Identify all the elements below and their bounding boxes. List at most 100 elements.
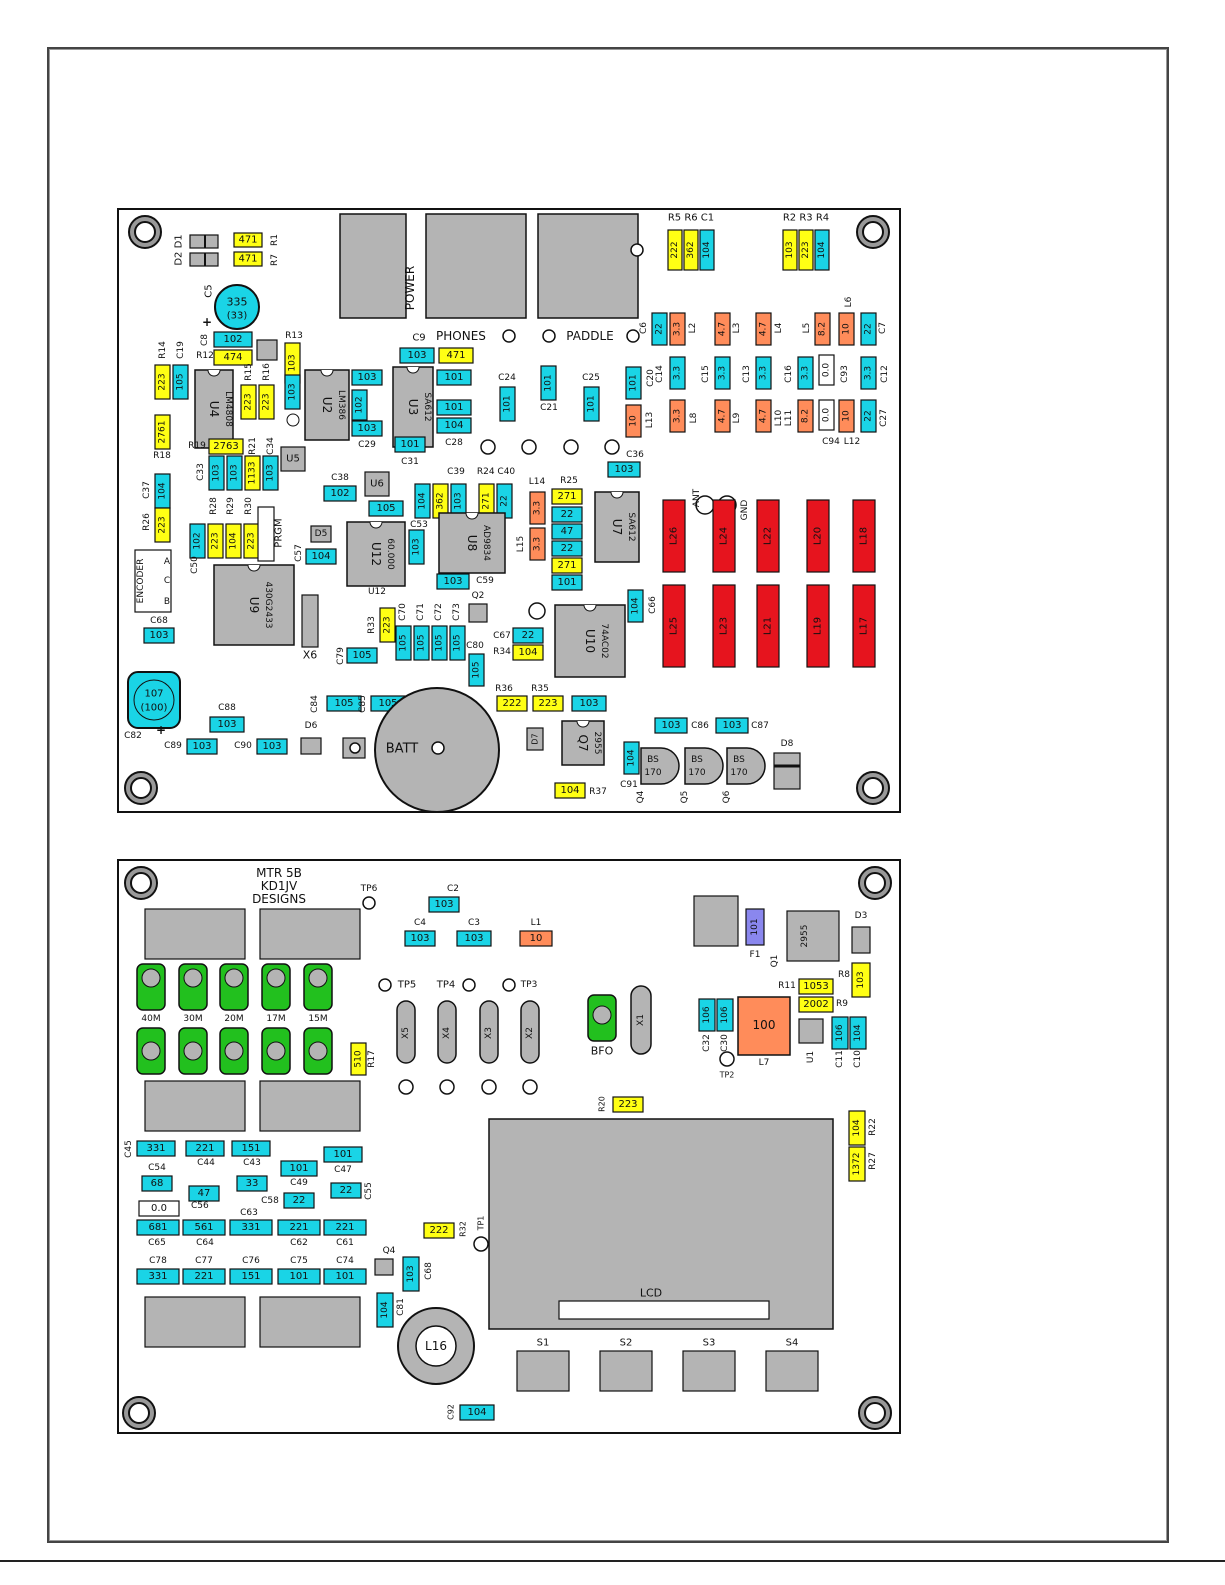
component-value: 47 <box>561 526 574 537</box>
component <box>414 483 431 519</box>
component-value: 103 <box>192 741 211 752</box>
component <box>225 523 242 559</box>
component <box>529 491 546 525</box>
text-label: L2 <box>688 323 698 334</box>
component-value: 103 <box>614 464 633 475</box>
ic-notch <box>610 491 624 499</box>
text-label: C54 <box>148 1163 166 1173</box>
text-label: C89 <box>164 741 182 751</box>
jack-power <box>339 213 407 319</box>
label-encoder: ENCODER <box>136 559 146 604</box>
pushbutton-s3 <box>682 1350 736 1392</box>
component-value: 10 <box>530 933 543 944</box>
ic-ref: U2 <box>320 397 334 413</box>
text-label: C68 <box>424 1262 434 1280</box>
toroid <box>662 499 686 573</box>
label-d6: D6 <box>305 721 318 731</box>
cap-c5 <box>214 284 260 330</box>
text-label: C16 <box>784 365 794 383</box>
text-label: A <box>164 557 171 567</box>
label-bfo: BFO <box>591 1045 614 1058</box>
pad-hole <box>502 978 516 992</box>
component <box>213 349 253 366</box>
component-value: 223 <box>383 616 393 633</box>
component <box>376 1292 394 1328</box>
component <box>413 625 430 661</box>
toroid <box>712 584 736 668</box>
text-label: X2 <box>525 1027 535 1039</box>
mounting-hole-inner <box>864 1402 886 1424</box>
label-gnd: GND <box>740 500 750 521</box>
component-value: 471 <box>238 254 257 265</box>
transistor-q2 <box>468 603 488 623</box>
component-value: 8.2 <box>818 322 828 336</box>
component-value: 101 <box>503 395 513 412</box>
text-label: C68 <box>150 616 168 626</box>
component <box>583 386 600 422</box>
component-value: 33 <box>246 1178 259 1189</box>
component-value: 8.2 <box>801 409 811 423</box>
component-value: 103 <box>212 464 222 481</box>
pad-hole <box>542 329 556 343</box>
text-label: BS <box>691 755 703 765</box>
pad-hole <box>528 602 546 620</box>
component-value: 101 <box>289 1163 308 1174</box>
text-label: L8 <box>689 412 699 423</box>
transistor-q4 <box>374 1258 394 1276</box>
pad-hole <box>362 896 376 910</box>
component <box>551 488 583 505</box>
component <box>394 436 426 453</box>
component-value: 4.7 <box>759 322 769 336</box>
component-value: 104 <box>311 551 330 562</box>
component <box>399 347 435 364</box>
text-label: C73 <box>452 603 462 621</box>
crystal-x6 <box>301 594 319 648</box>
text-label: R20 <box>598 1096 607 1112</box>
component <box>436 417 472 434</box>
text-label: C30 <box>720 1034 730 1052</box>
toroid <box>852 584 876 668</box>
component-value: 103 <box>230 464 240 481</box>
component-value: 22 <box>864 410 874 421</box>
component <box>143 627 175 644</box>
component-value: 101 <box>333 1149 352 1160</box>
band-label: 17M <box>266 1014 285 1024</box>
component-value: 103 <box>288 354 298 371</box>
pad-hole <box>266 1041 286 1061</box>
label-x6: X6 <box>303 649 318 662</box>
text-label: R5 R6 C1 <box>668 213 714 224</box>
component <box>305 548 337 565</box>
diode-d6 <box>300 737 322 755</box>
toroid <box>756 499 780 573</box>
toroid <box>806 499 830 573</box>
label-u1: U1 <box>806 1051 816 1063</box>
component-value: 0.0 <box>822 408 832 423</box>
text-label: C64 <box>196 1238 214 1248</box>
component-value: 223 <box>538 698 557 709</box>
ic-notch <box>583 604 597 612</box>
text-label: C72 <box>434 603 444 621</box>
component-value: 47 <box>198 1188 211 1199</box>
component <box>683 229 699 271</box>
pad-hole <box>286 413 300 427</box>
component-value: 471 <box>238 235 257 246</box>
switch-block <box>693 895 739 947</box>
component <box>323 485 357 502</box>
component-value: 104 <box>467 1407 486 1418</box>
text-label: L24 <box>719 527 730 545</box>
component-value: 102 <box>355 396 365 413</box>
page-frame <box>47 47 1169 1543</box>
component <box>714 399 731 433</box>
component <box>838 312 855 346</box>
component <box>404 930 436 947</box>
component-value: 22 <box>655 323 665 334</box>
component <box>350 1042 367 1076</box>
component-value: 105 <box>352 650 371 661</box>
component <box>714 356 731 390</box>
component-value: 151 <box>241 1143 260 1154</box>
component <box>849 1016 867 1050</box>
text-label: R30 <box>244 497 254 515</box>
component <box>284 374 301 410</box>
component-value: 103 <box>357 423 376 434</box>
